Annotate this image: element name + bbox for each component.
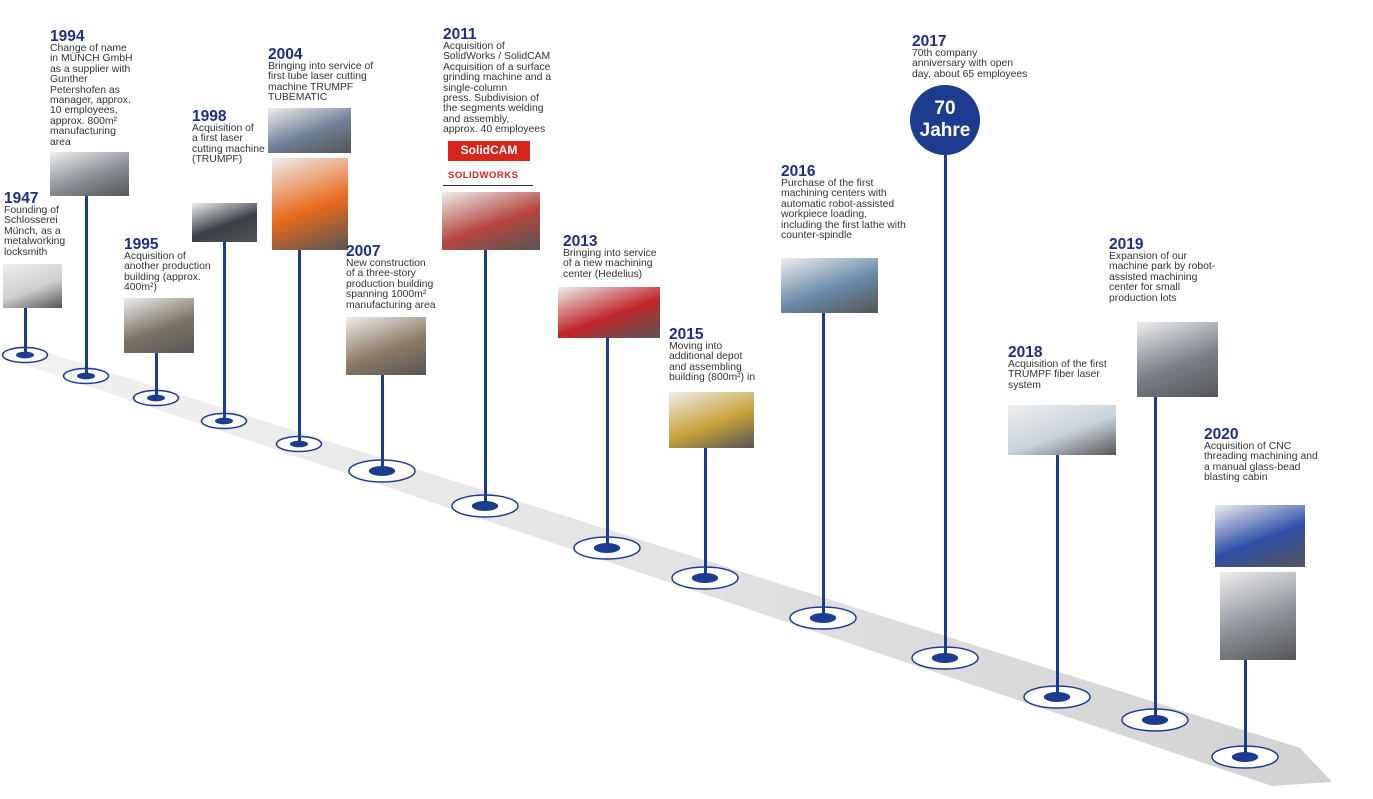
timeline-marker-dot bbox=[593, 543, 621, 553]
event-description: Acquisition of SolidWorks / SolidCAM Acq… bbox=[443, 41, 552, 136]
timeline-pole bbox=[822, 313, 825, 618]
cnc-and-blasting-cabin-photo bbox=[1215, 505, 1305, 567]
tube-laser-machine-photo-2 bbox=[272, 158, 348, 250]
badge-text: 70 bbox=[934, 98, 956, 119]
timeline-pole bbox=[24, 308, 27, 355]
event-description: Acquisition of a first laser cutting mac… bbox=[192, 123, 265, 166]
event-description: Moving into additional depot and assembl… bbox=[669, 341, 756, 384]
event-description: Acquisition of another production buildi… bbox=[124, 251, 211, 294]
timeline-marker-dot bbox=[691, 573, 719, 583]
solidworks-logo: SOLIDWORKS bbox=[448, 170, 519, 181]
timeline-pole bbox=[223, 242, 226, 421]
machining-center-photo bbox=[558, 287, 660, 338]
event-description: Acquisition of CNC threading machining a… bbox=[1204, 441, 1318, 484]
timeline-marker-dot bbox=[215, 417, 233, 425]
robot-cell-photo bbox=[1137, 322, 1218, 397]
timeline-pole bbox=[85, 196, 88, 376]
timeline-marker-dot bbox=[77, 372, 95, 380]
badge-text: Jahre bbox=[919, 120, 971, 141]
event-description: Change of name in MÜNCH GmbH as a suppli… bbox=[50, 43, 133, 148]
manager-portrait-photo bbox=[50, 152, 129, 196]
timeline-pole bbox=[1244, 660, 1247, 757]
event-year: 2013 bbox=[563, 233, 598, 250]
timeline-pole bbox=[155, 353, 158, 398]
event-year: 2015 bbox=[669, 326, 704, 343]
measuring-arm-photo bbox=[442, 192, 540, 250]
solidcam-logo: SolidCAM bbox=[448, 141, 530, 161]
timeline-pole bbox=[298, 250, 301, 444]
event-year: 2020 bbox=[1204, 426, 1239, 443]
event-description: 70th company anniversary with open day, … bbox=[912, 48, 1028, 80]
event-year: 1998 bbox=[192, 108, 227, 125]
divider bbox=[443, 185, 533, 186]
event-year: 2004 bbox=[268, 46, 303, 63]
event-year: 2018 bbox=[1008, 344, 1043, 361]
timeline-marker-dot bbox=[809, 613, 837, 623]
timeline-marker-dot bbox=[368, 466, 396, 476]
laser-cutting-machine-photo bbox=[192, 203, 257, 242]
timeline-pole bbox=[944, 155, 947, 658]
timeline-pole bbox=[381, 375, 384, 471]
construction-site-photo bbox=[346, 317, 426, 375]
robot-loading-photo bbox=[781, 258, 878, 313]
event-description: Acquisition of the first TRUMPF fiber la… bbox=[1008, 359, 1107, 391]
fiber-laser-photo bbox=[1008, 405, 1116, 455]
timeline-marker-dot bbox=[147, 394, 165, 402]
timeline-pole bbox=[1154, 397, 1157, 720]
event-description: New construction of a three-story produc… bbox=[346, 258, 436, 311]
timeline-pole bbox=[1056, 455, 1059, 697]
timeline-pole bbox=[606, 338, 609, 548]
timeline-marker-dot bbox=[1043, 692, 1071, 702]
cnc-and-blasting-cabin-photo-2 bbox=[1220, 572, 1296, 660]
event-description: Founding of Schlosserei Münch, as a meta… bbox=[4, 205, 66, 258]
timeline-marker-dot bbox=[290, 440, 308, 448]
event-year: 1995 bbox=[124, 236, 159, 253]
event-year: 2016 bbox=[781, 163, 816, 180]
event-year: 1994 bbox=[50, 28, 85, 45]
production-building-aerial-photo bbox=[124, 298, 194, 353]
event-year: 1947 bbox=[4, 190, 39, 207]
event-year: 2019 bbox=[1109, 236, 1144, 253]
event-year: 2011 bbox=[443, 26, 477, 43]
event-description: Bringing into service of a new machining… bbox=[563, 248, 657, 280]
timeline-marker-dot bbox=[471, 501, 499, 511]
timeline-marker-dot bbox=[1231, 752, 1259, 762]
timeline-marker-dot bbox=[16, 351, 34, 359]
timeline-marker-dot bbox=[1141, 715, 1169, 725]
event-year: 2017 bbox=[912, 33, 947, 50]
event-year: 2007 bbox=[346, 243, 381, 260]
event-description: Bringing into service of first tube lase… bbox=[268, 61, 374, 104]
event-description: Expansion of our machine park by robot- … bbox=[1109, 251, 1216, 304]
timeline-pole bbox=[484, 250, 487, 506]
signature-plate-photo bbox=[3, 264, 62, 308]
timeline-marker-dot bbox=[931, 653, 959, 663]
timeline-pole bbox=[704, 448, 707, 578]
depot-building-photo bbox=[669, 392, 754, 448]
event-description: Purchase of the first machining centers … bbox=[781, 178, 906, 242]
tube-laser-machine-photo bbox=[268, 108, 351, 153]
